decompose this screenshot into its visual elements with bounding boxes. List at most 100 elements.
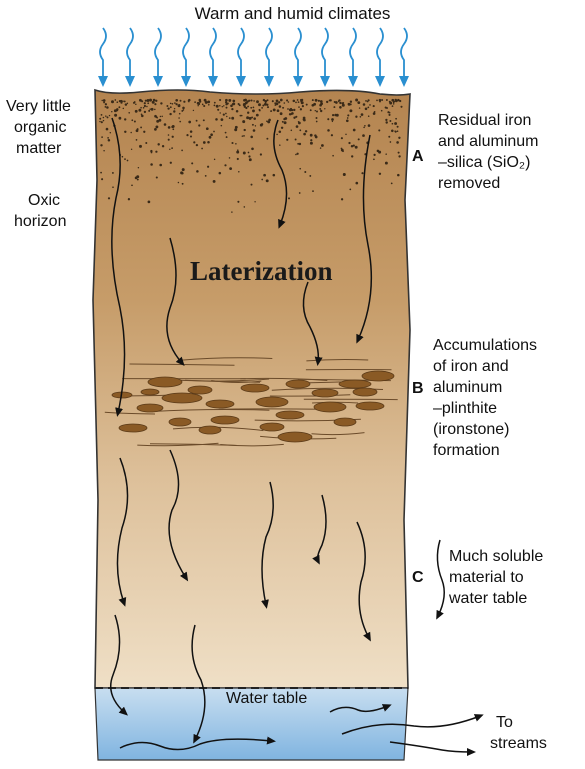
soil-dot <box>172 125 175 128</box>
soil-dot <box>389 120 391 122</box>
soil-dot <box>228 99 231 102</box>
soil-dot <box>141 114 143 116</box>
soil-dot <box>318 100 320 102</box>
soil-dot <box>246 100 248 102</box>
soil-dot <box>267 106 269 108</box>
soil-dot <box>105 106 107 108</box>
soil-dot <box>216 105 219 108</box>
soil-dot <box>147 102 149 104</box>
soil-dot <box>385 162 388 165</box>
soil-dot <box>297 143 299 145</box>
soil-dot <box>266 179 269 182</box>
soil-dot <box>304 171 306 173</box>
soil-dot <box>397 174 400 177</box>
soil-dot <box>365 108 368 111</box>
soil-dot <box>293 109 295 111</box>
soil-dot <box>262 105 264 107</box>
soil-dot <box>213 180 216 183</box>
soil-dot <box>273 174 276 177</box>
soil-dot <box>369 104 371 106</box>
ironstone-nodule <box>278 432 312 442</box>
soil-dot <box>176 103 178 105</box>
soil-dot <box>214 102 216 104</box>
soil-dot <box>106 106 109 109</box>
soil-dot <box>276 99 279 102</box>
soil-dot <box>299 168 301 170</box>
soil-dot <box>247 106 249 108</box>
soil-dot <box>127 160 129 162</box>
soil-dot <box>299 192 301 194</box>
soil-dot <box>259 110 261 112</box>
soil-dot <box>157 143 159 145</box>
soil-dot <box>332 121 333 122</box>
soil-dot <box>219 172 222 175</box>
soil-dot <box>136 129 139 132</box>
soil-dot <box>396 141 399 144</box>
soil-dot <box>124 131 126 133</box>
rain-arrow <box>295 28 301 82</box>
soil-dot <box>213 131 215 133</box>
soil-dot <box>355 116 357 118</box>
soil-dot <box>341 149 344 152</box>
soil-dot <box>221 118 224 121</box>
soil-dot <box>193 110 194 111</box>
soil-dot <box>390 141 392 143</box>
soil-dot <box>278 101 280 103</box>
soil-dot <box>131 184 133 186</box>
soil-dot <box>179 113 181 115</box>
soil-dot <box>158 119 161 122</box>
rain-arrows <box>100 28 407 82</box>
soil-dot <box>388 136 390 138</box>
soil-dot <box>368 124 371 127</box>
soil-dot <box>293 100 296 103</box>
soil-dot <box>235 143 237 145</box>
soil-dot <box>398 152 400 154</box>
soil-dot <box>145 142 147 144</box>
flow-arrow <box>437 540 444 616</box>
oxic-horizon-label: Oxic horizon <box>14 190 66 232</box>
soil-dot <box>327 118 329 120</box>
soil-dot <box>296 153 298 155</box>
soil-dot <box>136 139 138 141</box>
soil-dot <box>282 107 284 109</box>
soil-dot <box>310 134 313 137</box>
soil-dot <box>154 128 157 131</box>
soil-dot <box>178 117 180 119</box>
soil-dot <box>183 101 185 103</box>
soil-dot <box>196 120 198 122</box>
soil-dot <box>379 101 381 103</box>
soil-dot <box>295 154 297 156</box>
soil-dot <box>181 110 183 112</box>
soil-dot <box>135 110 138 113</box>
soil-dot <box>107 116 109 118</box>
soil-dot <box>161 116 162 117</box>
soil-dot <box>151 108 154 111</box>
soil-dot <box>182 183 184 185</box>
ironstone-nodule <box>334 418 356 426</box>
soil-dot <box>236 110 239 113</box>
soil-dot <box>124 158 126 160</box>
ironstone-nodule <box>188 386 212 394</box>
soil-dot <box>341 198 343 200</box>
soil-dot <box>137 179 139 181</box>
soil-dot <box>205 175 207 177</box>
soil-dot <box>319 104 322 107</box>
soil-dot <box>345 134 346 135</box>
soil-dot <box>395 118 397 120</box>
soil-dot <box>355 146 358 149</box>
soil-dot <box>310 139 312 141</box>
soil-dot <box>326 101 328 103</box>
soil-dot <box>267 120 270 123</box>
soil-dot <box>300 100 302 102</box>
soil-dot <box>178 182 180 184</box>
soil-dot <box>250 136 253 139</box>
soil-dot <box>349 109 352 112</box>
soil-dot <box>162 145 164 147</box>
soil-dot <box>353 129 356 132</box>
soil-dot <box>398 137 400 139</box>
soil-dot <box>279 144 281 146</box>
rain-arrow <box>377 28 383 82</box>
soil-dot <box>101 121 103 123</box>
soil-dot <box>358 138 360 140</box>
soil-dot <box>298 121 300 123</box>
